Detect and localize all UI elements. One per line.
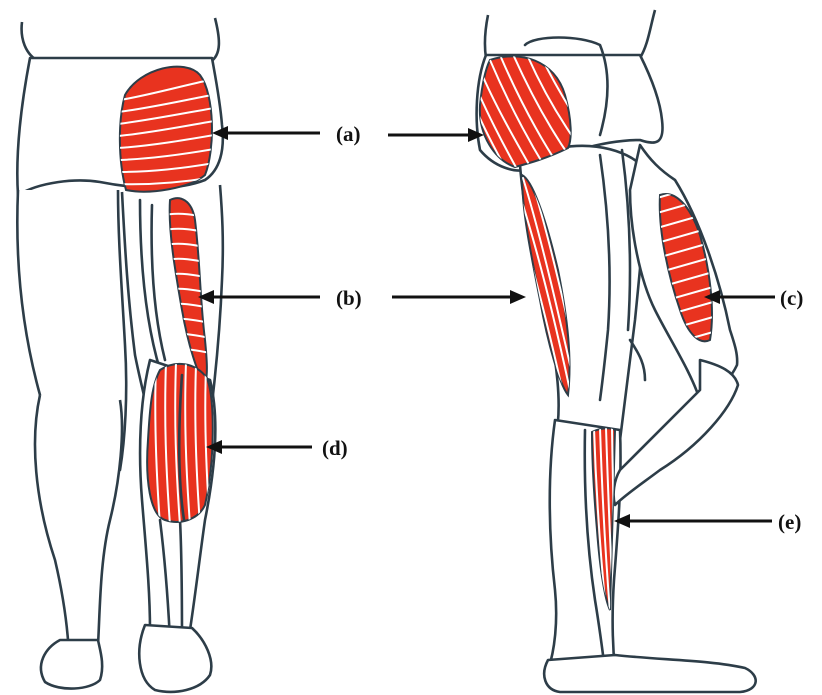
lateral-view-figure (472, 10, 756, 692)
gluteus-maximus-posterior (118, 67, 214, 192)
label-e: (e) (778, 510, 801, 534)
back-torso-outline (22, 18, 219, 62)
left-foot-outline (41, 640, 102, 689)
side-torso-outline (485, 10, 655, 58)
right-foot-outline (139, 625, 211, 692)
posterior-view-figure (17, 18, 223, 692)
side-standing-foot-outline (544, 655, 755, 692)
label-a: (a) (336, 122, 361, 146)
label-b: (b) (336, 286, 362, 310)
side-bent-shin-outline (614, 360, 738, 505)
gastrocnemius-posterior (147, 362, 213, 525)
label-c: (c) (780, 286, 803, 310)
left-calf-outline (35, 395, 122, 645)
label-d: (d) (322, 436, 348, 460)
